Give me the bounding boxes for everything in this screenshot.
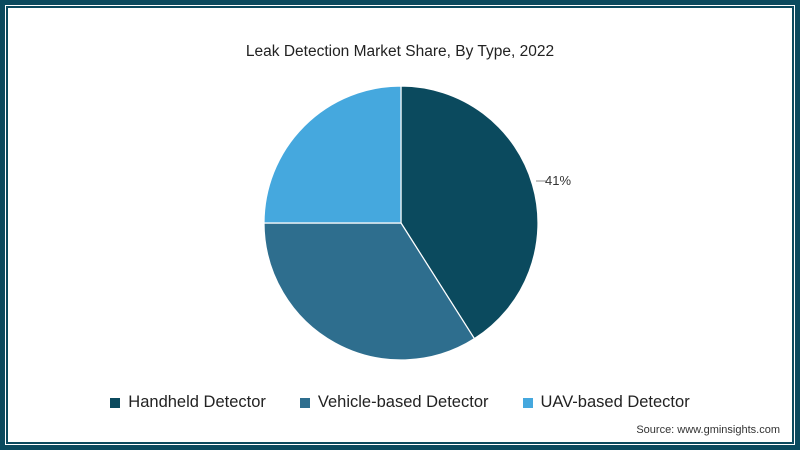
- legend-swatch-icon: [299, 397, 310, 408]
- pie-slice-handheld: [400, 85, 539, 340]
- chart-canvas: Leak Detection Market Share, By Type, 20…: [8, 8, 792, 442]
- chart-title: Leak Detection Market Share, By Type, 20…: [245, 43, 555, 60]
- legend-swatch-icon: [522, 397, 533, 408]
- chart-legend: Handheld Detector Vehicle-based Detector…: [8, 393, 792, 412]
- legend-label: Vehicle-based Detector: [317, 393, 489, 411]
- pie-slice-uav: [263, 85, 402, 224]
- pie-slice-vehicle: [263, 222, 476, 361]
- legend-item-vehicle: Vehicle-based Detector: [299, 393, 489, 412]
- legend-item-uav: UAV-based Detector: [522, 393, 690, 412]
- legend-swatch-icon: [110, 397, 121, 408]
- handheld-slice-label: 41%: [545, 173, 572, 188]
- legend-item-handheld: Handheld Detector: [110, 393, 266, 412]
- legend-label: Handheld Detector: [128, 393, 266, 411]
- legend-label: UAV-based Detector: [540, 393, 690, 411]
- pie-chart: [263, 85, 546, 361]
- source-note: Source: www.gminsights.com: [636, 424, 780, 436]
- frame-inner-line: Leak Detection Market Share, By Type, 20…: [5, 5, 795, 445]
